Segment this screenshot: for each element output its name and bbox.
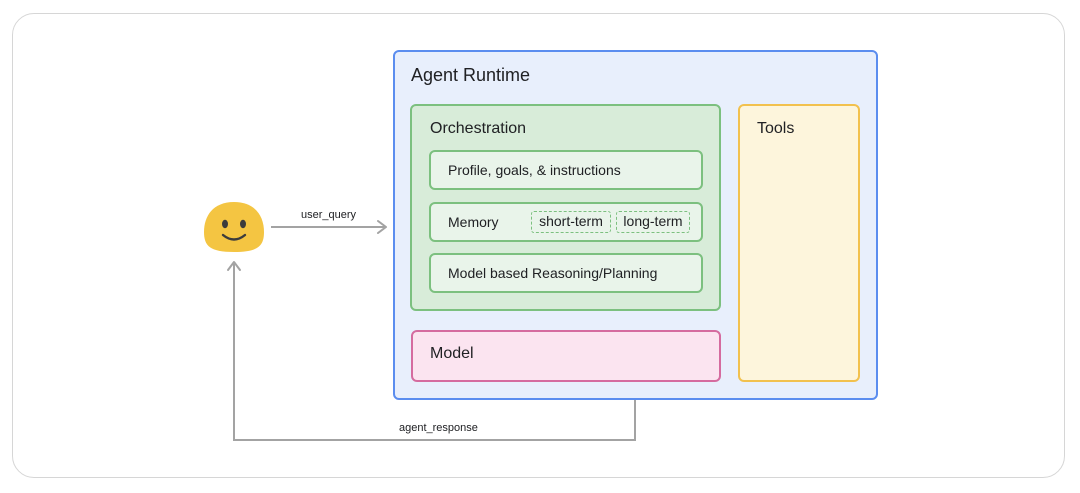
profile-goals-label: Profile, goals, & instructions: [448, 162, 621, 178]
memory-label: Memory: [448, 214, 499, 230]
memory-tag-short-term: short-term: [531, 211, 611, 233]
user-query-arrow: [271, 220, 387, 234]
reasoning-planning-box: [429, 253, 703, 293]
agent-response-label: agent_response: [399, 422, 478, 434]
agent-runtime-title: Agent Runtime: [411, 65, 531, 85]
tools-box: [738, 104, 860, 382]
tools-title: Tools: [757, 120, 795, 137]
agent-response-arrow: [227, 261, 636, 441]
reasoning-planning-label: Model based Reasoning/Planning: [448, 265, 658, 281]
memory-tag-long-term: long-term: [616, 211, 690, 233]
model-box: [411, 330, 721, 382]
orchestration-title: Orchestration: [430, 120, 527, 137]
user-query-label: user_query: [301, 209, 357, 221]
profile-goals-box: [429, 150, 703, 190]
smiley-face-icon: [204, 202, 264, 252]
model-title: Model: [430, 345, 474, 362]
